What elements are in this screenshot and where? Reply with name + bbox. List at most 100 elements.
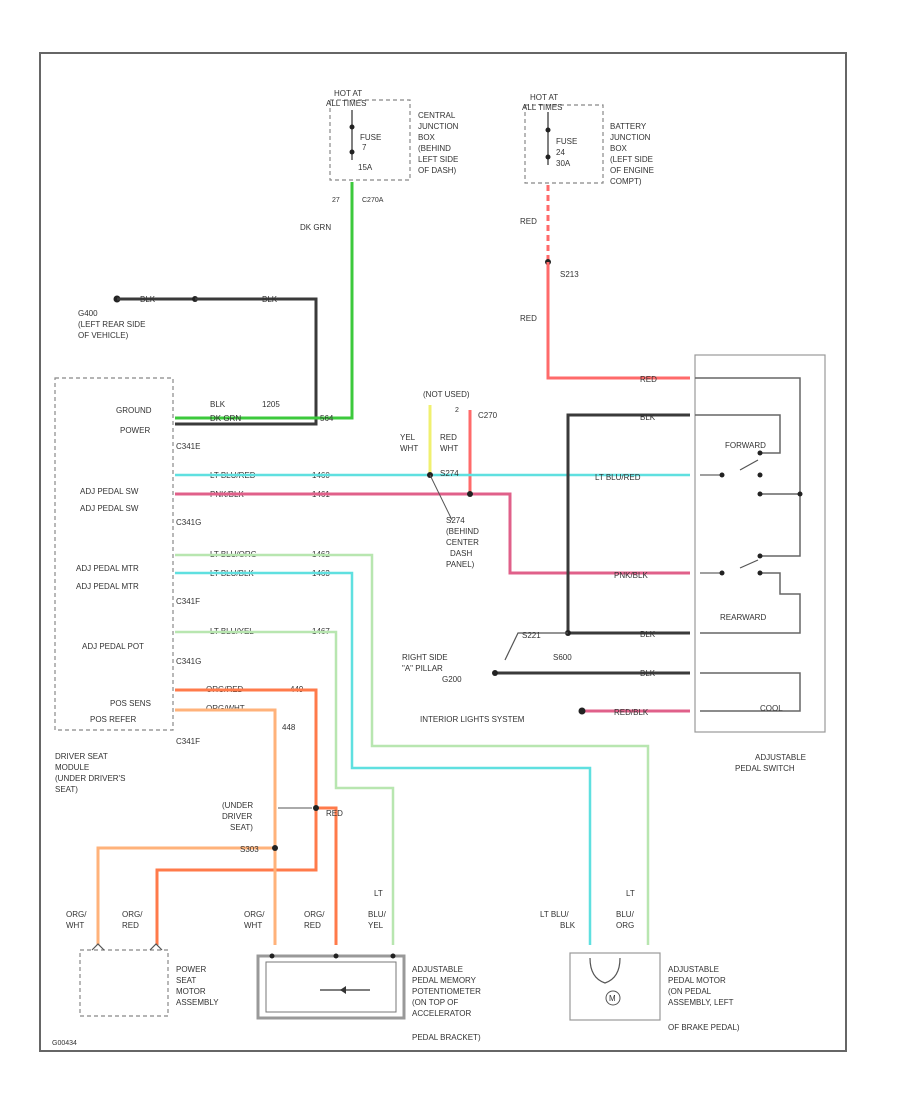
fuse-rating-1: 7: [362, 143, 367, 152]
psm-2: SEAT: [176, 976, 196, 985]
not-used-label: (NOT USED): [423, 390, 470, 399]
bjb-desc-5: OF ENGINE: [610, 166, 654, 175]
bl-6b: BLK: [560, 921, 576, 930]
wl-pwr: DK GRN: [210, 414, 241, 423]
under-seat-3: SEAT): [230, 823, 253, 832]
mot-1: ADJUSTABLE: [668, 965, 719, 974]
module-name-2: MODULE: [55, 763, 89, 772]
mot-4: ASSEMBLY, LEFT: [668, 998, 734, 1007]
bjb-desc-6: COMPT): [610, 177, 642, 186]
ground-g400: BLK BLK G400 (LEFT REAR SIDE OF VEHICLE): [78, 295, 318, 426]
module-row-pos-refer: POS REFER: [90, 715, 136, 724]
fuse-label-1: FUSE: [360, 133, 381, 142]
bl-6a: LT BLU/: [540, 910, 569, 919]
module-row-mtr-2: ADJ PEDAL MTR: [76, 582, 139, 591]
pot-4: (ON TOP OF: [412, 998, 458, 1007]
power-seat-motor: POWER SEAT MOTOR ASSEMBLY: [79, 943, 219, 1017]
fuse-rating-2: 24: [556, 148, 565, 157]
cjb-desc-4: (BEHIND: [418, 144, 451, 153]
sw-redblk: RED/BLK: [614, 708, 649, 717]
psm-3: MOTOR: [176, 987, 206, 996]
cjb-desc-2: JUNCTION: [418, 122, 459, 131]
pot-3: POTENTIOMETER: [412, 987, 481, 996]
s221-label: S221: [522, 631, 541, 640]
cjb-cavity: 27: [332, 197, 340, 204]
bl-2a: ORG/: [122, 910, 143, 919]
ground-loc-2: OF VEHICLE): [78, 331, 129, 340]
module-row-sw-2: ADJ PEDAL SW: [80, 504, 139, 513]
wire-pnk-blk: [175, 492, 690, 575]
switch-name-2: PEDAL SWITCH: [735, 764, 795, 773]
fuse-label-2: FUSE: [556, 137, 577, 146]
sw-blk3: BLK: [640, 669, 656, 678]
c270-label: C270: [478, 411, 498, 420]
s274-label-3: CENTER: [446, 538, 479, 547]
module-row-ground: GROUND: [116, 406, 152, 415]
bl-1b: WHT: [66, 921, 84, 930]
ground-loc-1: (LEFT REAR SIDE: [78, 320, 145, 329]
wire-org-wht-branch: [96, 846, 275, 945]
not-used-pin: 2: [455, 407, 459, 414]
wire-org-wht: [175, 708, 277, 945]
all-times-label-2: ALL TIMES: [522, 103, 562, 112]
wire-red-main: [546, 262, 690, 380]
s274-label-2: (BEHIND: [446, 527, 479, 536]
psm-1: POWER: [176, 965, 206, 974]
forward-label: FORWARD: [725, 441, 766, 450]
hot-label-2: HOT AT: [530, 93, 558, 102]
cjb-desc-6: OF DASH): [418, 166, 457, 175]
under-seat-red: RED: [326, 809, 343, 818]
gnd-wire-label-2: BLK: [262, 295, 278, 304]
bjb-desc-4: (LEFT SIDE: [610, 155, 653, 164]
module-row-mtr-1: ADJ PEDAL MTR: [76, 564, 139, 573]
central-junction-box: HOT AT ALL TIMES FUSE 7 15A CENTRAL JUNC…: [326, 89, 459, 204]
dkgrn-top-label: DK GRN: [300, 223, 331, 232]
red-wht-label: WHT: [440, 444, 458, 453]
red-mid-label: RED: [520, 314, 537, 323]
module-name-4: SEAT): [55, 785, 78, 794]
ground-name: G400: [78, 309, 98, 318]
mot-3: (ON PEDAL: [668, 987, 712, 996]
cjb-desc-3: BOX: [418, 133, 436, 142]
wire-org-red: [155, 688, 318, 945]
switch-wire-labels: RED BLK LT BLU/RED PNK/BLK BLK BLK RED/B…: [595, 375, 657, 717]
sw-blk2: BLK: [640, 630, 656, 639]
yel-wht-label: WHT: [400, 444, 418, 453]
splice-s274: S274 S274 (BEHIND CENTER DASH PANEL): [440, 469, 479, 569]
bl-5a: LT: [374, 889, 383, 898]
switch-name-1: ADJUSTABLE: [755, 753, 806, 762]
wire-red-branch: [316, 806, 338, 945]
wire-lt-blu-blk: [175, 571, 592, 945]
module-conn-1: C341E: [176, 442, 200, 451]
bjb-desc-1: BATTERY: [610, 122, 647, 131]
module-wire-labels: BLK 1205 DK GRN 564 LT BLU/RED 1460 PNK/…: [206, 400, 334, 732]
bl-1a: ORG/: [66, 910, 87, 919]
s600-label: S600: [553, 653, 572, 662]
adjustable-pedal-switch: FORWARD REARWARD COOL ADJUSTABLE PEDAL S…: [694, 354, 826, 773]
pot-5: ACCELERATOR: [412, 1009, 471, 1018]
ground-g200: RIGHT SIDE "A" PILLAR G200 S221 S600: [402, 631, 572, 684]
not-used-connector: (NOT USED) 2 C270 YEL WHT RED WHT: [400, 390, 498, 495]
fuse-amp-1: 15A: [358, 163, 373, 172]
fuse-amp-2: 30A: [556, 159, 571, 168]
wl-pwr-n: 564: [320, 414, 334, 423]
bl-5b: BLU/: [368, 910, 387, 919]
sw-red: RED: [640, 375, 657, 384]
bottom-wire-labels: ORG/ WHT ORG/ RED ORG/ WHT ORG/ RED LT B…: [66, 889, 635, 930]
rearward-label: REARWARD: [720, 613, 766, 622]
bl-4b: RED: [304, 921, 321, 930]
cjb-desc-5: LEFT SIDE: [418, 155, 458, 164]
mot-5: OF BRAKE PEDAL): [668, 1023, 740, 1032]
yel-label: YEL: [400, 433, 416, 442]
under-seat-1: (UNDER: [222, 801, 253, 810]
cool-label: COOL: [760, 704, 783, 713]
bjb-desc-3: BOX: [610, 144, 628, 153]
bl-7c: ORG: [616, 921, 634, 930]
bl-7a: LT: [626, 889, 635, 898]
wire-lt-blu-yel: [175, 630, 395, 945]
adjustable-pedal-motor: M ADJUSTABLE PEDAL MOTOR (ON PEDAL ASSEM…: [569, 952, 740, 1032]
bl-5c: YEL: [368, 921, 384, 930]
under-seat-2: DRIVER: [222, 812, 252, 821]
gnd-wire-label-1: BLK: [140, 295, 156, 304]
